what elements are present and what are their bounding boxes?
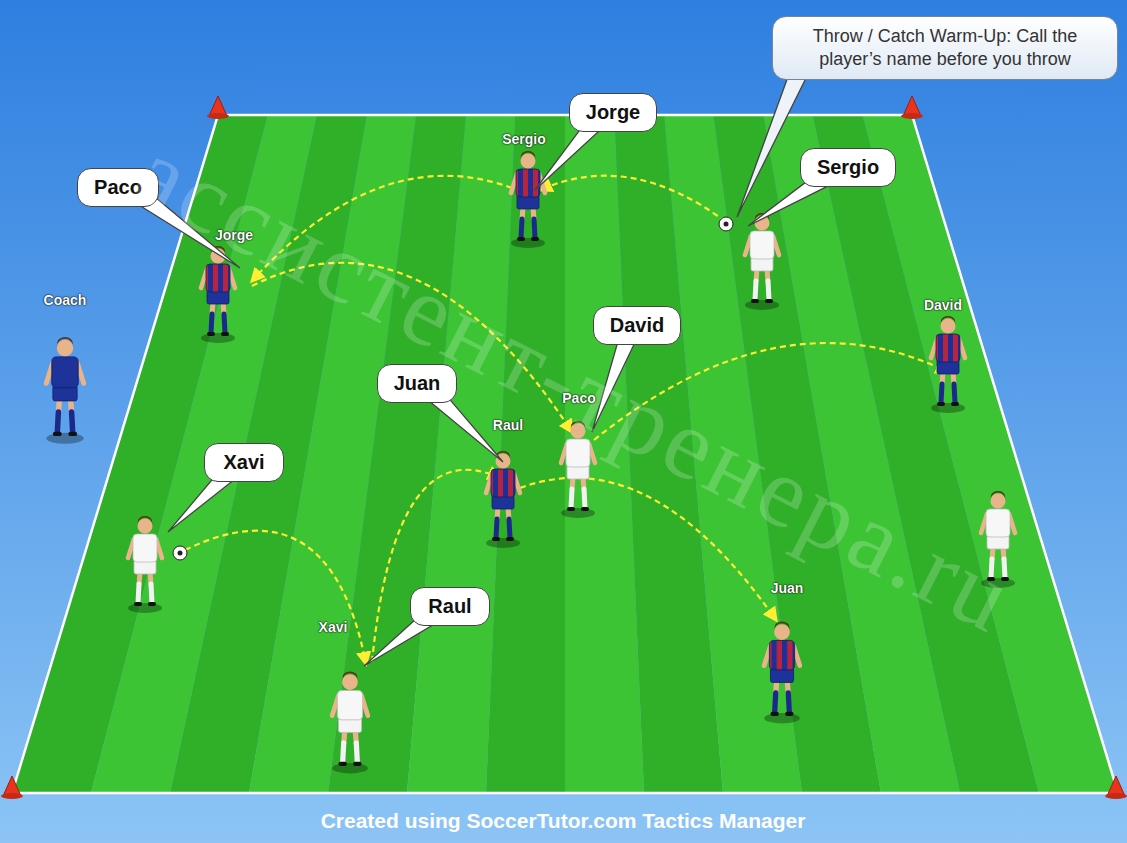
cone (901, 96, 923, 119)
instruction-callout: Throw / Catch Warm-Up: Call the player’s… (772, 16, 1118, 81)
cone (207, 96, 229, 119)
white-player (128, 516, 162, 613)
speech-bubble: Xavi (204, 443, 284, 482)
player-name: Xavi (319, 619, 348, 635)
player-name: David (924, 297, 962, 313)
throw-arc (540, 176, 726, 222)
player-name: Paco (562, 390, 595, 406)
player-name: Juan (771, 580, 804, 596)
bubble-text: Throw / Catch Warm-Up: Call the player’s… (787, 25, 1103, 72)
white-player (332, 672, 368, 774)
blue-player (764, 622, 800, 724)
pitch-stripe (862, 115, 1118, 793)
bubble-text: David (610, 314, 664, 337)
bubble-text: Jorge (586, 101, 640, 124)
throw-arc (372, 470, 500, 662)
player-name: Sergio (502, 131, 546, 147)
white-player (745, 213, 779, 310)
ball (173, 546, 187, 560)
cone (1105, 776, 1127, 799)
blue-player (511, 151, 545, 248)
bubble-text: Xavi (221, 451, 267, 474)
throw-arc (185, 531, 366, 664)
cone (1, 776, 23, 799)
player-name: Raul (493, 417, 523, 433)
blue-player (46, 337, 83, 444)
pitch-stripe (486, 115, 565, 793)
caption: Created using SoccerTutor.com Tactics Ma… (321, 809, 806, 833)
speech-bubble: Sergio (800, 148, 896, 187)
player-name: Coach (44, 292, 87, 308)
blue-player (486, 451, 520, 548)
bubble-text: Sergio (817, 156, 879, 179)
ball (719, 217, 733, 231)
player-name: Jorge (215, 227, 253, 243)
speech-bubble: Jorge (569, 93, 657, 132)
blue-player (931, 316, 965, 413)
speech-bubble: Raul (410, 587, 490, 626)
bubble-text: Raul (427, 595, 473, 618)
